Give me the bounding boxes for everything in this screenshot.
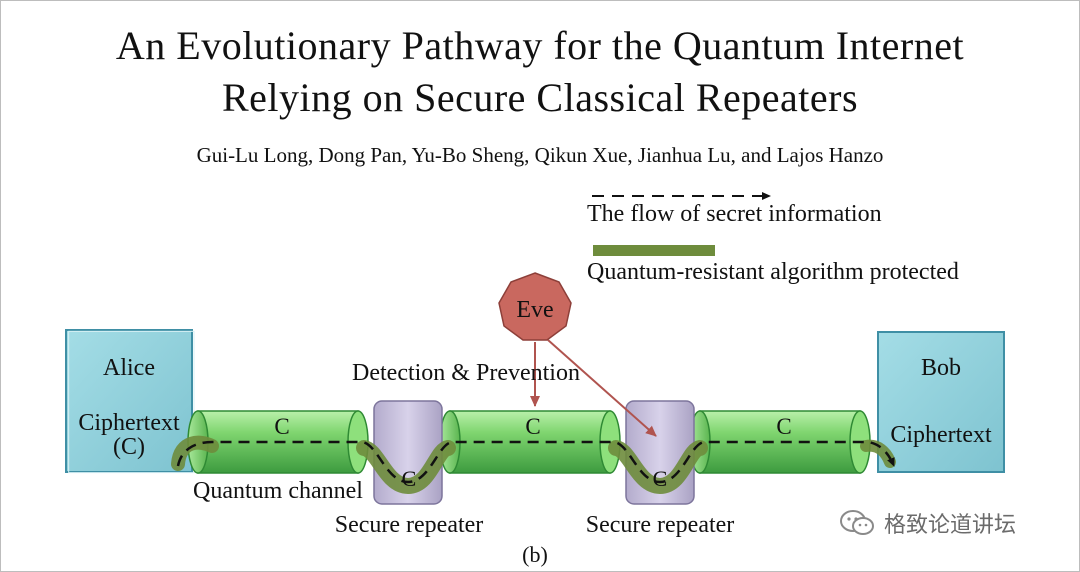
watermark-text: 格致论道讲坛	[884, 513, 1017, 538]
eve-node	[498, 272, 572, 341]
subfigure-label: (b)	[522, 542, 548, 567]
legend-flow-label: The flow of secret information	[587, 201, 882, 227]
pipe-2-ciphertext-label: C	[525, 414, 540, 439]
bob-label: Bob	[921, 355, 961, 381]
legend-protected-label: Quantum-resistant algorithm protected	[587, 259, 959, 285]
detection-prevention-label: Detection & Prevention	[352, 360, 580, 386]
pipe-3-ciphertext-label: C	[776, 414, 791, 439]
protected-path-repeater-1	[356, 440, 456, 495]
paper-authors: Gui-Lu Long, Dong Pan, Yu-Bo Sheng, Qiku…	[196, 143, 884, 167]
secret-flow-arrow	[176, 440, 896, 484]
paper-title-line1: An Evolutionary Pathway for the Quantum …	[115, 23, 965, 68]
legend-green-bar	[593, 245, 715, 256]
secure-repeater-2-label: Secure repeater	[586, 512, 735, 538]
alice-node	[65, 329, 195, 474]
pipe-1-ciphertext-label: C	[274, 414, 289, 439]
bob-node	[877, 331, 1005, 473]
alice-ciphertext-label: Ciphertext	[78, 410, 180, 436]
repeater-1-ciphertext-label: C	[402, 466, 417, 491]
repeater-2-ciphertext-label: C	[653, 466, 668, 491]
protected-path-repeater-2	[608, 440, 708, 495]
quantum-channel-label: Quantum channel	[193, 478, 363, 504]
eve-attack-arrow-2	[547, 339, 657, 437]
paper-title-line2: Relying on Secure Classical Repeaters	[221, 75, 859, 120]
eve-label: Eve	[516, 297, 553, 323]
bob-ciphertext-label: Ciphertext	[890, 422, 992, 448]
alice-label: Alice	[103, 355, 155, 381]
secure-repeater-1-label: Secure repeater	[335, 512, 484, 538]
wechat-icon	[840, 510, 874, 535]
alice-ciphertext-symbol: (C)	[113, 434, 145, 460]
